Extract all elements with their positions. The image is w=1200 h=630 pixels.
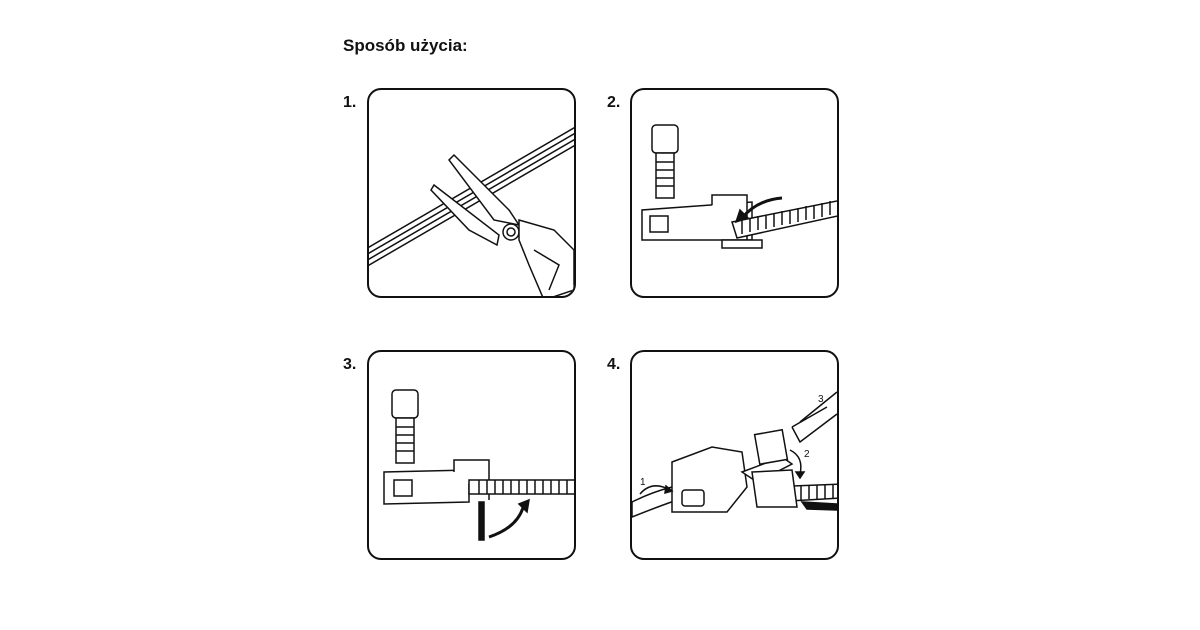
step-number-3: 3.	[343, 356, 357, 373]
step-4-label-2: 2	[804, 449, 810, 460]
bend-arrow	[488, 503, 526, 539]
step-2-panel	[630, 88, 839, 298]
snips-cutting-band-illustration	[369, 127, 574, 296]
insert-band-illustration	[641, 124, 837, 249]
step-4-label-3: 3	[818, 394, 824, 405]
clamp-body	[671, 428, 798, 513]
step-number-1: 1.	[343, 94, 357, 111]
snips	[430, 153, 574, 296]
screw	[651, 124, 679, 199]
tighten-clamp-illustration	[632, 391, 837, 518]
steel-band	[731, 200, 837, 239]
steel-band	[468, 479, 574, 541]
screwdriver	[791, 391, 837, 444]
page-title: Sposób użycia:	[343, 36, 468, 55]
step-number-4: 4.	[607, 356, 621, 373]
bend-band-illustration	[383, 389, 574, 541]
step-4-panel: 1 2 3	[630, 350, 839, 560]
step-3-panel	[367, 350, 576, 560]
clamp-body	[383, 459, 490, 505]
screw	[391, 389, 419, 464]
step-4-label-1: 1	[640, 477, 646, 488]
step-number-2: 2.	[607, 94, 621, 111]
step-1-panel	[367, 88, 576, 298]
